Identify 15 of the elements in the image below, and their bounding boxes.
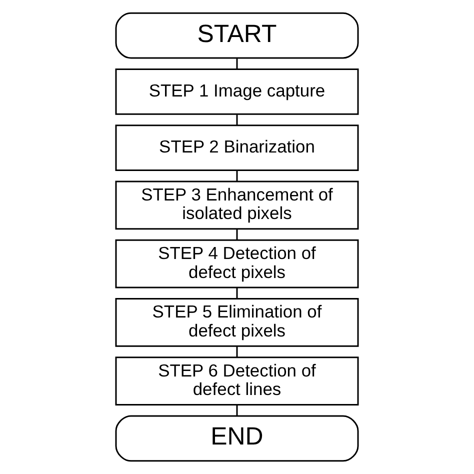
connector xyxy=(236,404,238,416)
connector xyxy=(236,288,238,299)
connector xyxy=(236,114,238,126)
node-box: STEP 6 Detection of defect lines xyxy=(115,356,359,406)
connector xyxy=(236,228,238,240)
connector xyxy=(236,346,238,358)
connector xyxy=(236,170,238,182)
node-box: STEP 3 Enhancement of isolated pixels xyxy=(115,180,359,230)
node-box: START xyxy=(115,12,359,59)
node-box: STEP 1 Image capture xyxy=(115,68,359,115)
node-box: STEP 2 Binarization xyxy=(115,124,359,171)
node-box: STEP 5 Elimination of defect pixels xyxy=(115,298,359,347)
connector xyxy=(236,58,238,70)
node-box: END xyxy=(115,415,359,462)
node-box: STEP 4 Detection of defect pixels xyxy=(115,239,359,288)
